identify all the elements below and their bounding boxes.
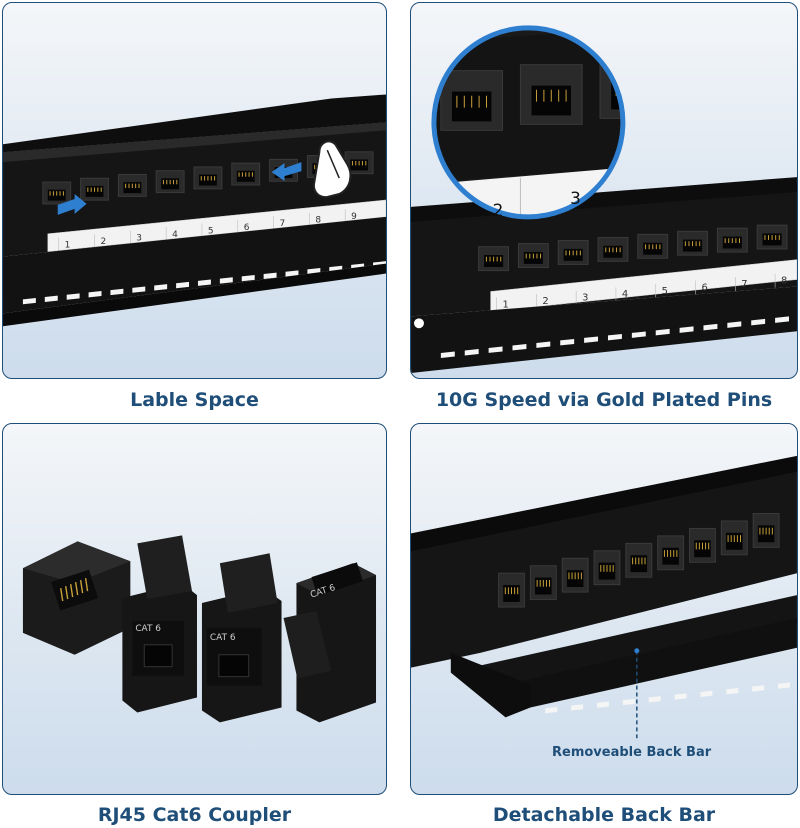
gold-pins-image: 1 2 3 4 5 6 7 8 2 3: [411, 25, 797, 374]
gold-pins-panel: 1 2 3 4 5 6 7 8 2 3: [410, 2, 798, 379]
rj45-port: [517, 243, 549, 268]
cat6-marking: CAT 6: [210, 633, 236, 643]
insert-arrow-icon: [57, 193, 87, 215]
rj45-port: [597, 236, 629, 262]
back-bar-panel: [410, 423, 798, 795]
rj45-port: [625, 542, 653, 578]
rj45-port: [529, 565, 557, 601]
port-number-label: 5: [662, 286, 668, 297]
hand-pointer-icon: [312, 140, 352, 198]
port-number-label: 9: [351, 212, 357, 222]
rj45-port: [80, 177, 109, 201]
rj45-port: [193, 166, 223, 190]
port-number-label: 8: [315, 216, 321, 226]
port-number-label: 2: [101, 237, 107, 247]
keystone-coupler-image: CAT 6 CAT 6 CAT 6: [22, 535, 377, 723]
zoom-port-number: 3: [570, 188, 581, 208]
coupler-module: CAT 6: [201, 553, 282, 723]
zoom-port-number: 2: [493, 200, 504, 220]
port-number-label: 8: [781, 276, 787, 287]
rj45-port: [42, 181, 72, 205]
rj45-port: [557, 240, 589, 265]
zoomed-rj45-port: [440, 70, 504, 131]
rj45-port: [716, 227, 748, 253]
port-number-label: 4: [172, 230, 178, 240]
rj45-port: [478, 246, 510, 272]
coupler-module: CAT 6: [283, 562, 377, 723]
cat6-marking: CAT 6: [135, 624, 161, 634]
removeable-back-bar-label: Removeable Back Bar: [552, 745, 712, 760]
coupler-panel: CAT 6 CAT 6 CAT 6: [2, 423, 387, 795]
gold-pins-caption: 10G Speed via Gold Plated Pins: [435, 389, 773, 411]
insert-arrow-icon: [271, 162, 302, 182]
patch-panel-label-image: 1 2 3 4 5 6 7 8 9: [3, 94, 386, 327]
rj45-port: [117, 173, 147, 197]
port-number-label: 3: [582, 293, 588, 304]
port-number-label: 7: [280, 219, 286, 229]
rj45-port: [677, 230, 708, 256]
coupler-module: [22, 541, 131, 655]
rj45-port: [637, 233, 669, 259]
back-bar-caption: Detachable Back Bar: [492, 804, 716, 826]
back-bar-image: [411, 455, 797, 741]
port-number-label: 2: [542, 296, 548, 307]
label-space-panel: 1 2 3 4 5 6 7 8 9: [2, 2, 387, 379]
rj45-port: [720, 520, 748, 556]
port-number-label: 3: [136, 234, 142, 244]
rj45-port: [231, 162, 261, 186]
port-number-label: 1: [65, 241, 71, 251]
zoom-magnifier: [433, 27, 623, 217]
zoomed-rj45-port: [519, 64, 583, 125]
rj45-port: [561, 557, 589, 593]
coupler-module: CAT 6: [122, 535, 197, 713]
port-number-label: 6: [244, 223, 250, 233]
port-number-label: 1: [503, 299, 509, 310]
rj45-port: [689, 527, 716, 563]
rj45-port: [756, 224, 788, 250]
rj45-port: [657, 535, 685, 571]
rj45-port: [593, 550, 621, 586]
label-space-caption: Lable Space: [130, 389, 259, 411]
port-number-label: 4: [622, 289, 628, 300]
coupler-caption: RJ45 Cat6 Coupler: [97, 804, 292, 826]
port-number-label: 5: [208, 226, 214, 236]
rj45-port: [155, 170, 185, 194]
rj45-port: [752, 513, 780, 548]
zoomed-rj45-port: [599, 58, 623, 119]
rj45-port: [498, 572, 525, 608]
port-number-label: 7: [741, 279, 747, 290]
port-number-label: 6: [701, 282, 707, 293]
